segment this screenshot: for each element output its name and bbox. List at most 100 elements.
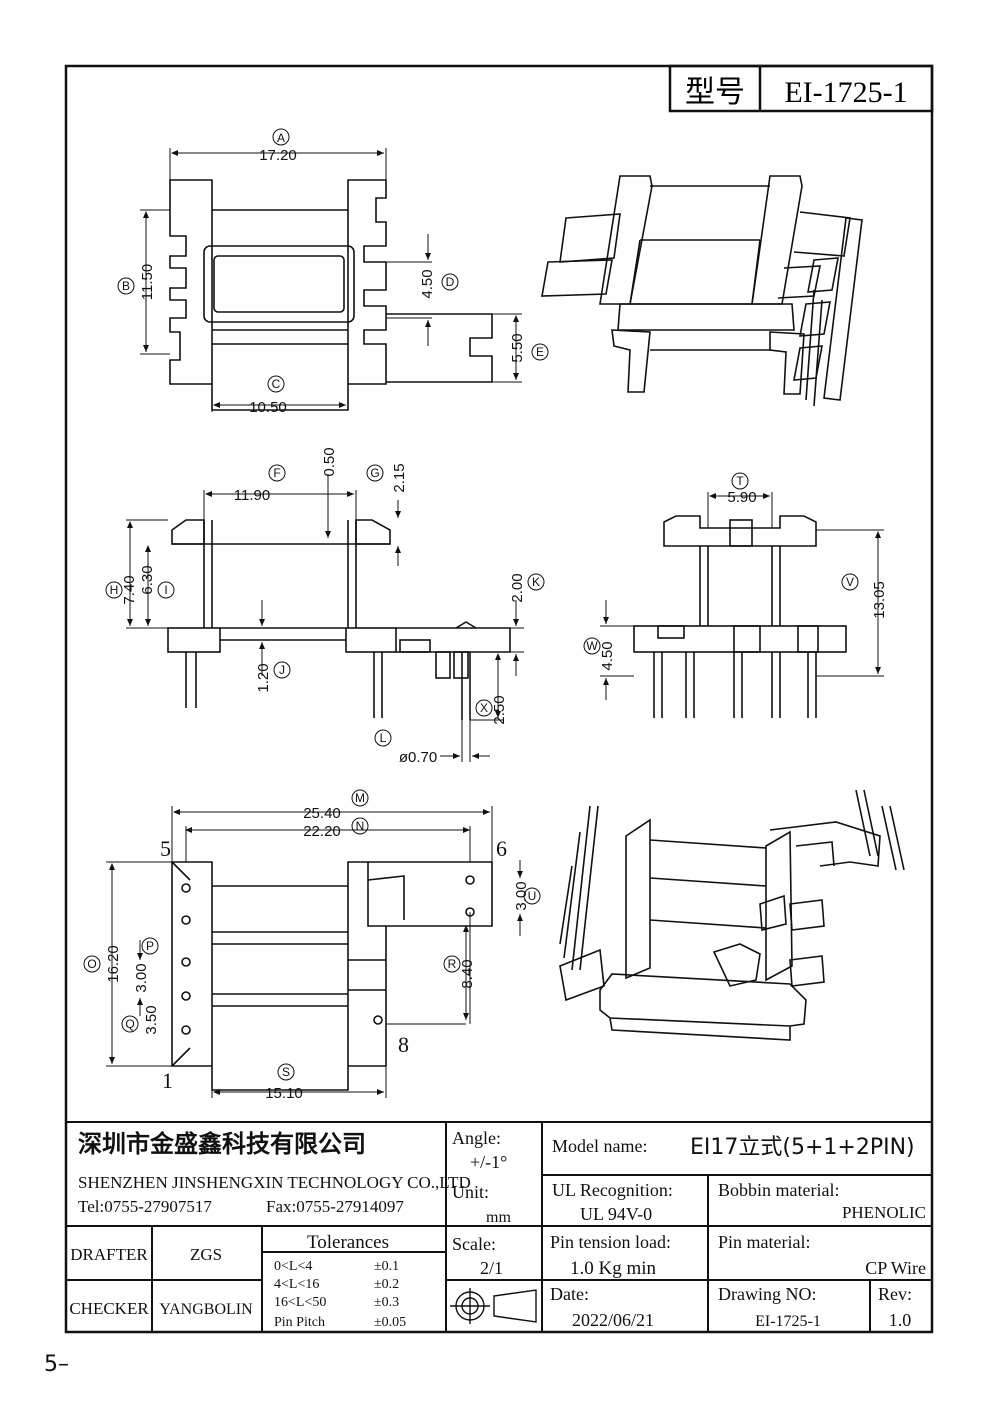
drafter-value: ZGS bbox=[190, 1245, 222, 1264]
tolerance-range-3: Pin Pitch bbox=[274, 1315, 325, 1330]
dim-b: 11.50 bbox=[139, 264, 156, 300]
dim-label-k: K bbox=[532, 575, 540, 589]
dim-label-q: Q bbox=[125, 1017, 134, 1031]
dim-l: ø0.70 bbox=[399, 749, 437, 766]
tolerance-range-2: 16<L<50 bbox=[274, 1295, 326, 1310]
tolerances-title: Tolerances bbox=[307, 1232, 389, 1253]
pin-material-value: CP Wire bbox=[865, 1258, 926, 1278]
company-name-en: SHENZHEN JINSHENGXIN TECHNOLOGY CO.,LTD bbox=[78, 1173, 471, 1192]
pin-label-5: 5 bbox=[160, 836, 171, 861]
bottom-view bbox=[106, 806, 523, 1098]
date-value: 2022/06/21 bbox=[572, 1310, 654, 1330]
unit-label: Unit: bbox=[452, 1182, 489, 1202]
model-name-value: EI17立式(5+1+2PIN) bbox=[690, 1135, 915, 1160]
dim-label-x: X bbox=[480, 701, 488, 715]
model-name-label: Model name: bbox=[552, 1136, 647, 1156]
model-header: 型号 EI-1725-1 bbox=[668, 64, 934, 113]
dim-label-h: H bbox=[110, 583, 119, 597]
dim-x: 2.50 bbox=[491, 695, 508, 724]
dim-r: 8.40 bbox=[459, 959, 476, 988]
bobbin-label: Bobbin material: bbox=[718, 1180, 839, 1200]
angle-value: +/-1° bbox=[470, 1152, 507, 1172]
model-number: EI-1725-1 bbox=[784, 76, 907, 109]
bobbin-value: PHENOLIC bbox=[842, 1203, 926, 1222]
front-view bbox=[126, 474, 524, 762]
dim-label-d: D bbox=[446, 275, 455, 289]
dim-q: 3.50 bbox=[143, 1005, 160, 1034]
dim-label-m: M bbox=[355, 791, 365, 805]
dim-g: 2.15 bbox=[391, 463, 408, 492]
dim-i: 6.30 bbox=[139, 565, 156, 594]
dim-label-b: B bbox=[122, 279, 130, 293]
dim-label-c: C bbox=[272, 377, 281, 391]
ul-value: UL 94V-0 bbox=[580, 1204, 652, 1224]
top-view bbox=[140, 148, 522, 412]
tolerance-value-3: ±0.05 bbox=[374, 1315, 406, 1330]
model-label: 型号 bbox=[685, 75, 745, 110]
dim-label-p: P bbox=[146, 939, 154, 953]
checker-label: CHECKER bbox=[69, 1299, 149, 1318]
dim-label-n: N bbox=[356, 819, 365, 833]
pin-label-6: 6 bbox=[496, 836, 507, 861]
page-number: 5– bbox=[44, 1352, 69, 1377]
dim-label-j: J bbox=[279, 663, 285, 677]
dim-label-v: V bbox=[846, 575, 854, 589]
top-view-labels: A 17.20 B 11.50 C 10.50 D 4.50 E 5.50 bbox=[117, 128, 549, 416]
rev-value: 1.0 bbox=[889, 1310, 912, 1330]
dim-j: 1.20 bbox=[255, 663, 272, 692]
dim-label-f: F bbox=[273, 466, 280, 480]
tolerance-range-1: 4<L<16 bbox=[274, 1277, 319, 1292]
dim-label-w: W bbox=[586, 639, 598, 653]
dim-label-a: A bbox=[277, 131, 285, 145]
tolerance-value-2: ±0.3 bbox=[374, 1295, 399, 1310]
dim-label-i: I bbox=[164, 583, 167, 597]
dim-label-l: L bbox=[380, 731, 387, 745]
dim-a: 17.20 bbox=[259, 147, 297, 164]
unit-value: mm bbox=[486, 1209, 511, 1226]
pin-label-8: 8 bbox=[398, 1032, 409, 1057]
scale-value: 2/1 bbox=[480, 1258, 503, 1278]
tolerance-value-1: ±0.2 bbox=[374, 1277, 399, 1292]
company-name-cn: 深圳市金盛鑫科技有限公司 bbox=[78, 1130, 366, 1158]
dim-u: 3.00 bbox=[513, 881, 530, 910]
checker-value: YANGBOLIN bbox=[159, 1301, 253, 1318]
dim-c: 10.50 bbox=[249, 399, 287, 416]
dim-label-e: E bbox=[536, 345, 544, 359]
dim-e: 5.50 bbox=[509, 333, 526, 362]
isometric-view-top bbox=[541, 175, 863, 407]
dim-label-g: G bbox=[370, 466, 379, 480]
side-view-labels: T 5.90 V 13.05 W 4.50 bbox=[583, 472, 888, 671]
tolerance-value-0: ±0.1 bbox=[374, 1259, 399, 1274]
dim-w: 4.50 bbox=[599, 641, 616, 670]
ul-label: UL Recognition: bbox=[552, 1180, 673, 1200]
dim-label-t: T bbox=[736, 474, 744, 488]
pin-tension-label: Pin tension load: bbox=[550, 1232, 671, 1252]
dim-label-r: R bbox=[448, 957, 457, 971]
dim-p: 3.00 bbox=[133, 963, 150, 992]
drawing-no-label: Drawing NO: bbox=[718, 1284, 816, 1304]
tolerance-range-0: 0<L<4 bbox=[274, 1259, 312, 1274]
dim-label-o: O bbox=[87, 957, 96, 971]
dim-m: 25.40 bbox=[303, 805, 341, 822]
dim-o: 16.20 bbox=[105, 945, 122, 983]
isometric-view-bottom bbox=[559, 789, 905, 1041]
pin-material-label: Pin material: bbox=[718, 1232, 810, 1252]
dim-label-s: S bbox=[282, 1065, 290, 1079]
dim-d: 4.50 bbox=[419, 269, 436, 298]
dim-s: 15.10 bbox=[265, 1085, 303, 1102]
front-view-labels: F 11.90 0.50 G 2.15 H 7.40 6.30 I 1.20 J… bbox=[105, 447, 545, 766]
side-view bbox=[600, 492, 884, 718]
pin-label-1: 1 bbox=[162, 1068, 173, 1093]
bottom-view-labels: 25.40 M 22.20 N O 16.20 P 3.00 Q 3.50 R … bbox=[83, 789, 541, 1102]
drawing-no-value: EI-1725-1 bbox=[755, 1313, 821, 1330]
date-label: Date: bbox=[550, 1284, 589, 1304]
dim-n: 22.20 bbox=[303, 823, 341, 840]
dim-label-u: U bbox=[528, 889, 537, 903]
dim-v: 13.05 bbox=[871, 581, 888, 619]
dim-gap: 0.50 bbox=[321, 447, 338, 476]
drafter-label: DRAFTER bbox=[70, 1245, 148, 1264]
dim-h: 7.40 bbox=[121, 575, 138, 604]
dim-k: 2.00 bbox=[509, 573, 526, 602]
dim-t: 5.90 bbox=[727, 489, 756, 506]
